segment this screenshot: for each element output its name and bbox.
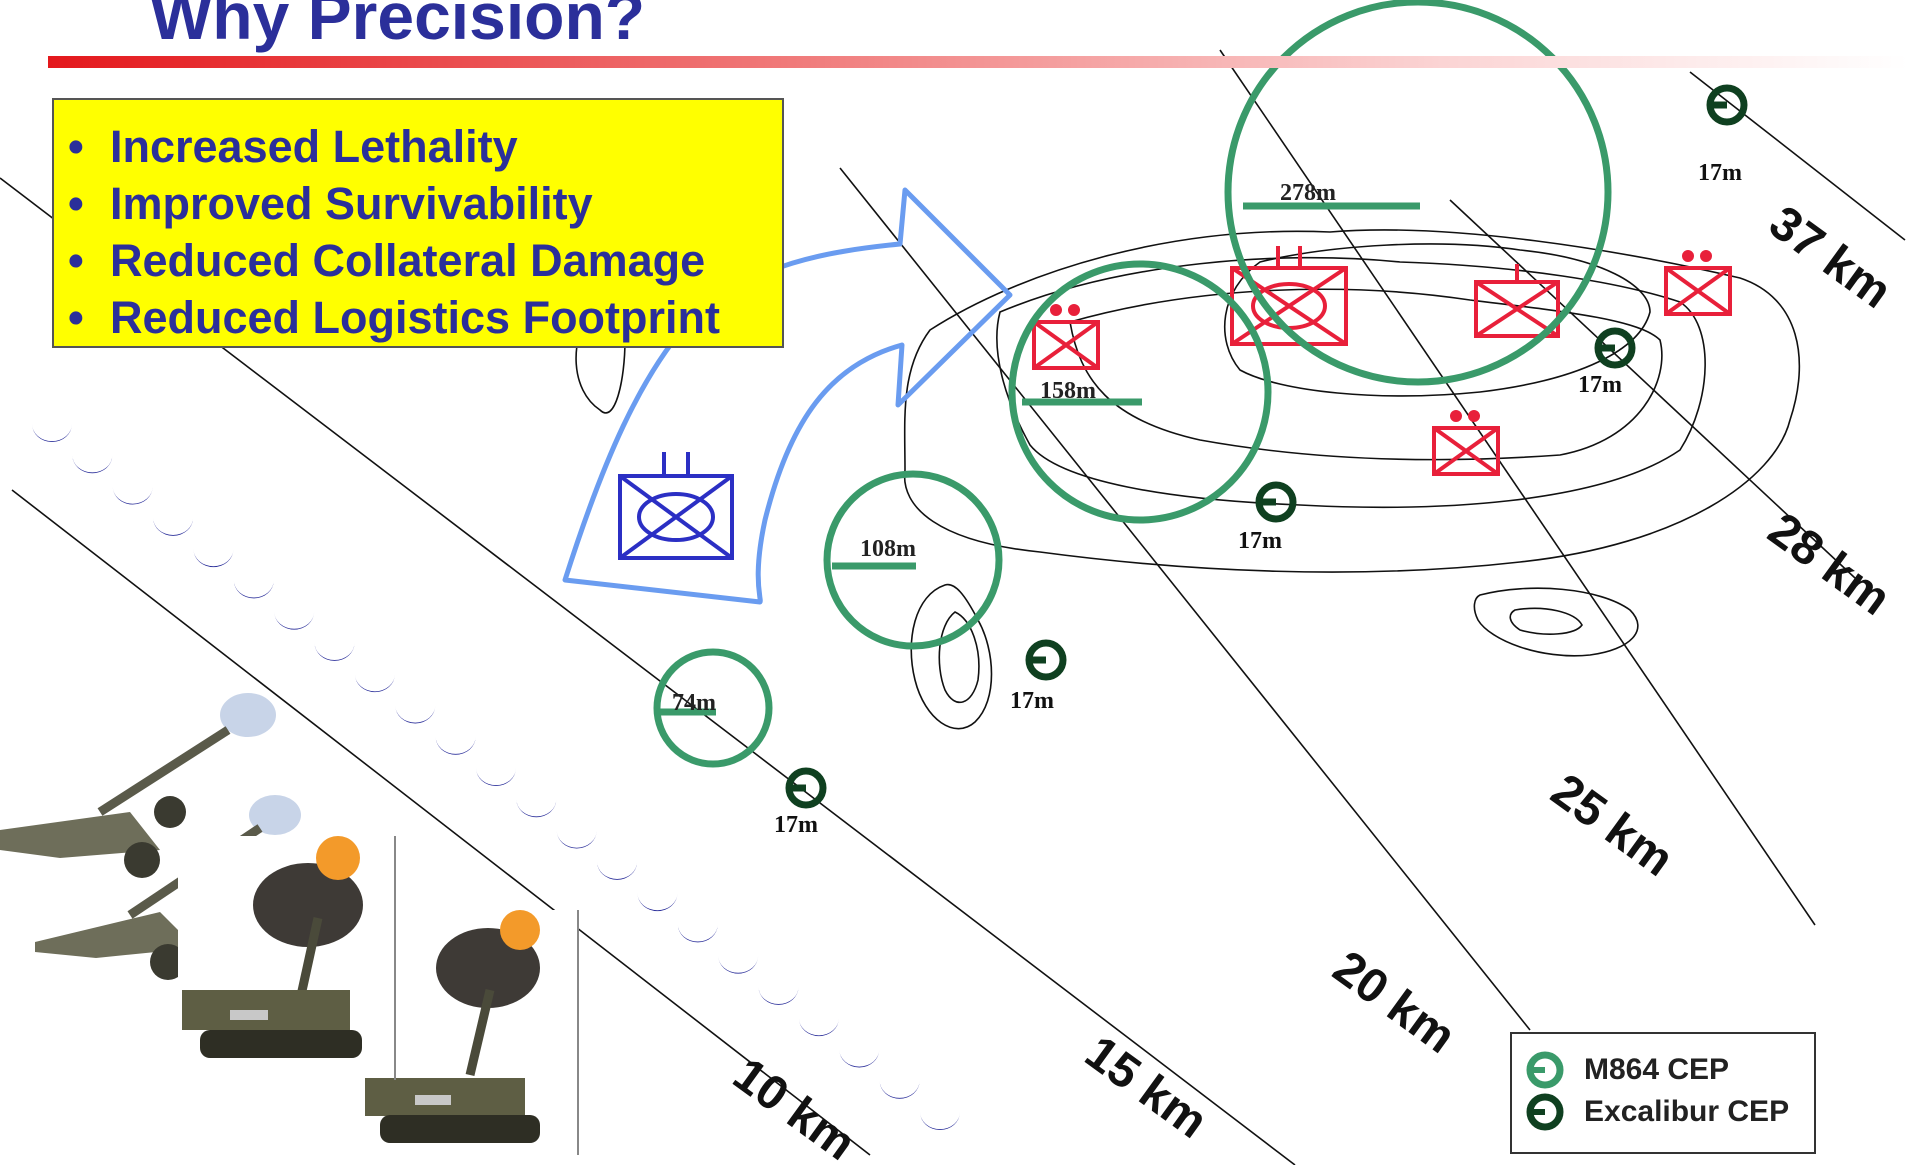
m864-cep-circle-25km (1224, 0, 1612, 386)
benefits-list: Increased Lethality Improved Survivabili… (68, 118, 782, 346)
trajectory-round-icon (274, 611, 315, 630)
benefits-box: Increased Lethality Improved Survivabili… (52, 98, 784, 348)
trajectory-round-icon (354, 674, 395, 693)
excalibur-cep-label: 17m (774, 812, 818, 838)
range-line-25km (1219, 49, 1816, 926)
m864-cep-labels: 74m 108m 158m 278m (672, 180, 1336, 716)
trajectory-round-icon (193, 549, 234, 568)
trajectory-round-icon (718, 955, 759, 974)
m864-cep-label: 278m (1280, 180, 1336, 206)
legend-label-m864: M864 CEP (1584, 1053, 1730, 1086)
m864-cep-label: 74m (672, 690, 716, 716)
enemy-infantry-unit-icon (1432, 410, 1500, 476)
self-propelled-howitzer-icon (365, 910, 578, 1155)
range-label-25km: 25 km (1542, 764, 1683, 887)
benefit-item: Improved Survivability (68, 175, 782, 232)
range-label-37km: 37 km (1760, 196, 1901, 319)
benefit-item: Increased Lethality (68, 118, 782, 175)
trajectory-round-icon (677, 924, 718, 943)
excalibur-cep-label: 17m (1010, 688, 1054, 714)
excalibur-cep-label: 17m (1578, 372, 1622, 398)
trajectory-round-icon (153, 517, 194, 536)
friendly-armor-unit-icon (618, 452, 734, 560)
m864-cep-circle-10km (653, 648, 773, 768)
enemy-infantry-unit-icon (1032, 304, 1100, 370)
excalibur-cep-marker-icon (1025, 639, 1067, 681)
range-line-28km (1449, 199, 1856, 579)
trajectory-round-icon (597, 861, 638, 880)
trajectory-round-icon (476, 768, 516, 786)
range-line-10km (11, 489, 871, 1156)
trajectory-round-icon (32, 424, 72, 442)
m864-cep-circle-20km (1008, 260, 1272, 524)
range-labels: 10 km 15 km 20 km 25 km 28 km 37 km (724, 196, 1901, 1165)
terrain-contours (575, 229, 1801, 730)
excalibur-cep-marker-icon (785, 767, 827, 809)
trajectory-round-icon (112, 486, 153, 505)
legend: M864 CEP Excalibur CEP (1510, 1032, 1816, 1154)
page-title: Why Precision? (150, 0, 646, 53)
trajectory-round-icon (72, 455, 113, 474)
excalibur-cep-labels: 17m 17m 17m 17m 17m (774, 160, 1742, 838)
trajectory-round-icon (839, 1049, 880, 1068)
trajectory-round-icon (435, 736, 476, 755)
trajectory-round-icon (233, 580, 274, 599)
excalibur-cep-marker-icon (1255, 481, 1297, 523)
benefit-item: Reduced Logistics Footprint (68, 289, 782, 346)
excalibur-cep-marker-icon (1706, 84, 1748, 126)
excalibur-cep-marker-icon (1526, 1093, 1564, 1131)
range-label-20km: 20 km (1324, 941, 1465, 1064)
self-propelled-howitzer-icon (178, 836, 398, 1080)
enemy-infantry-unit-icon (1664, 250, 1732, 316)
range-label-10km: 10 km (724, 1048, 865, 1165)
enemy-unit-icon (1474, 264, 1560, 338)
m864-cep-label: 108m (860, 536, 916, 562)
trajectory-round-icon (798, 1018, 839, 1037)
legend-item-excalibur: Excalibur CEP (1524, 1092, 1789, 1132)
trajectory-round-icon (637, 893, 678, 912)
excalibur-cep-markers (785, 84, 1748, 809)
excalibur-cep-label: 17m (1698, 160, 1742, 186)
trajectory-round-icon (920, 1112, 960, 1130)
howitzer-icon (0, 693, 276, 878)
excalibur-cep-marker-icon (1594, 327, 1636, 369)
m864-cep-circle-15km (823, 470, 1003, 650)
m864-cep-label: 158m (1040, 378, 1096, 404)
legend-item-m864: M864 CEP (1524, 1050, 1729, 1090)
trajectory-round-icon (314, 642, 355, 661)
trajectory-round-icon (516, 799, 557, 818)
range-line-20km (839, 167, 1531, 1031)
range-line-37km (1689, 71, 1906, 241)
benefit-item: Reduced Collateral Damage (68, 232, 782, 289)
trajectory-round-icon (879, 1080, 920, 1099)
m864-cep-circles (653, 0, 1612, 768)
legend-label-excalibur: Excalibur CEP (1584, 1095, 1790, 1128)
trajectory-round-icon (556, 830, 597, 849)
title-underline (48, 56, 1908, 68)
artillery-battery (0, 693, 579, 1155)
range-label-28km: 28 km (1759, 503, 1900, 626)
trajectory-round-icon (395, 705, 436, 724)
maneuver-arrow (562, 187, 1013, 605)
trajectory-round-icon (758, 986, 799, 1005)
excalibur-cep-label: 17m (1238, 528, 1282, 554)
range-label-15km: 15 km (1076, 1026, 1217, 1149)
m864-cep-marker-icon (1526, 1051, 1564, 1089)
